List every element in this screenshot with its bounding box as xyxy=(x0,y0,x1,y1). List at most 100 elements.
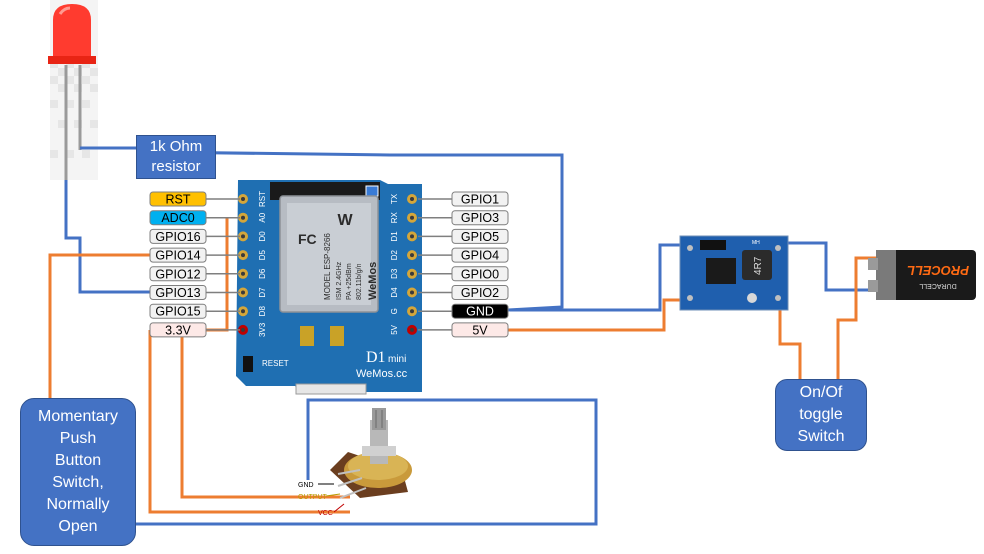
battery-9v: PROCELL DURACELL xyxy=(868,250,976,300)
toggle-switch-callout: On/Of toggle Switch xyxy=(775,379,867,451)
board-pad-hole xyxy=(410,197,414,201)
pin-label-box xyxy=(451,191,509,207)
pin-label-box xyxy=(149,228,207,244)
battery-sub: DURACELL xyxy=(919,282,956,289)
silk-label: D1 xyxy=(390,231,399,242)
regulator-mark: MH xyxy=(752,240,760,246)
pin-label-text: GPIO2 xyxy=(461,286,499,300)
chip-brand-mark: W xyxy=(337,212,353,229)
board-pad-hole xyxy=(410,215,414,220)
pin-label-box xyxy=(149,285,207,300)
board-name: D1 xyxy=(366,349,386,366)
pin-label-box xyxy=(451,285,509,300)
pin-label-right: GPIO5 xyxy=(418,228,509,244)
pin-label-right: GPIO1 xyxy=(418,191,509,207)
pin-label-box xyxy=(451,303,509,319)
pin-label-text: GPIO3 xyxy=(461,211,499,225)
board-pad-hole xyxy=(241,290,245,295)
reset-label: RESET xyxy=(262,359,289,368)
silk-label: TX xyxy=(390,193,399,204)
pin-label-text: GPIO13 xyxy=(155,286,200,300)
pin-label-left: GPIO12 xyxy=(149,266,240,282)
pin-label-text: GPIO12 xyxy=(155,267,200,281)
board-pad-hole xyxy=(241,253,245,258)
chip-brand-label: WeMos xyxy=(367,262,379,300)
silk-label: 3V3 xyxy=(258,322,267,337)
pot-vcc-label: VCC xyxy=(318,510,333,517)
pin-label-left: 3.3V xyxy=(149,322,240,338)
pin-label-text: GPIO15 xyxy=(155,305,200,319)
pin-label-text: 3.3V xyxy=(165,323,191,337)
board-pads xyxy=(238,194,417,335)
fcc-mark: FC xyxy=(298,231,317,247)
pin-label-left: RST xyxy=(149,191,240,207)
wemos-d1-mini-board: FC W MODEL ESP-8266 ISM 2.4GHz PA +25dBm… xyxy=(236,180,422,395)
pin-label-text: GPIO4 xyxy=(461,249,499,263)
pin-label-right: GPIO2 xyxy=(418,285,509,300)
silk-label: D8 xyxy=(258,306,267,317)
silk-label: D0 xyxy=(258,231,267,242)
chip-pa-label: PA +25dBm xyxy=(346,263,353,300)
pin-label-box xyxy=(451,247,509,263)
pin-label-right: GPIO4 xyxy=(418,247,509,263)
silk-label: D5 xyxy=(258,249,267,260)
board-pad-hole xyxy=(241,271,245,276)
pin-label-left: GPIO13 xyxy=(149,285,240,300)
buck-regulator: 4R7 MH xyxy=(679,235,789,311)
board-pad-hole xyxy=(241,234,245,239)
board-name-suffix: mini xyxy=(388,354,406,365)
potentiometer: GND OUTPUT VCC xyxy=(298,408,412,517)
pin-label-box xyxy=(149,191,207,207)
pin-label-text: GPIO16 xyxy=(155,230,200,244)
board-pad-hole xyxy=(410,234,414,239)
pin-label-box xyxy=(149,322,207,338)
board-pad-hole xyxy=(410,290,414,295)
silk-label: D2 xyxy=(390,249,399,260)
board-pad-hole xyxy=(410,253,414,258)
pin-label-box xyxy=(149,303,207,319)
pin-label-box xyxy=(149,210,207,226)
pin-label-right: GPIO0 xyxy=(418,266,509,282)
silk-label: 5V xyxy=(390,324,399,334)
silk-label: A0 xyxy=(258,212,267,222)
board-pad-hole xyxy=(241,197,245,201)
push-button-callout: Momentary Push Button Switch, Normally O… xyxy=(20,398,136,546)
pin-label-left: ADC0 xyxy=(149,210,240,226)
pin-label-text: GPIO1 xyxy=(461,193,499,207)
pin-label-left: GPIO15 xyxy=(149,303,240,319)
pin-label-box xyxy=(451,266,509,282)
silk-label: D3 xyxy=(390,268,399,279)
pin-label-left: GPIO16 xyxy=(149,228,240,244)
silk-label: D7 xyxy=(258,287,267,298)
pin-label-text: GPIO14 xyxy=(155,249,200,263)
chip-model-label: MODEL ESP-8266 xyxy=(323,233,332,300)
board-pad-hole xyxy=(410,327,414,332)
chip-std-label: 802.11b/g/n xyxy=(356,263,363,300)
pot-output-label: OUTPUT xyxy=(298,494,328,501)
pin-label-text: GND xyxy=(466,305,494,319)
pin-label-box xyxy=(149,247,207,263)
silk-label: D4 xyxy=(390,287,399,298)
pin-label-right: GPIO3 xyxy=(418,210,509,226)
silk-label: D6 xyxy=(258,268,267,279)
inductor-label: 4R7 xyxy=(753,256,764,275)
pot-gnd-label: GND xyxy=(298,482,314,489)
pin-label-text: GPIO5 xyxy=(461,230,499,244)
pin-label-text: 5V xyxy=(472,323,488,337)
board-pad-hole xyxy=(241,327,245,332)
board-pad-hole xyxy=(410,309,414,314)
silk-label: RX xyxy=(390,211,399,223)
board-brand: WeMos.cc xyxy=(356,368,408,380)
pin-label-box xyxy=(451,322,509,338)
board-pad-hole xyxy=(241,215,245,220)
pin-label-text: RST xyxy=(166,193,191,207)
pin-label-text: GPIO0 xyxy=(461,267,499,281)
pin-label-box xyxy=(451,210,509,226)
board-pad-hole xyxy=(410,271,414,276)
pin-label-text: ADC0 xyxy=(161,211,194,225)
pin-label-right: 5V xyxy=(418,322,509,338)
